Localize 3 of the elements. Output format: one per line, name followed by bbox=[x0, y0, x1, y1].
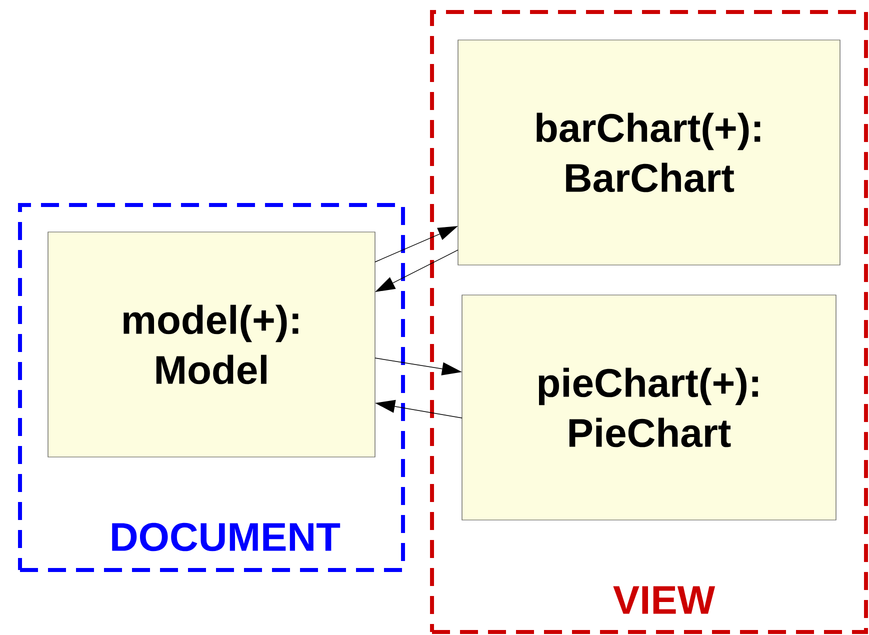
object-box: pieChart(+): PieChart bbox=[462, 294, 836, 520]
object-box: model(+): Model bbox=[48, 232, 376, 458]
object-box: barChart(+): BarChart bbox=[458, 40, 840, 266]
